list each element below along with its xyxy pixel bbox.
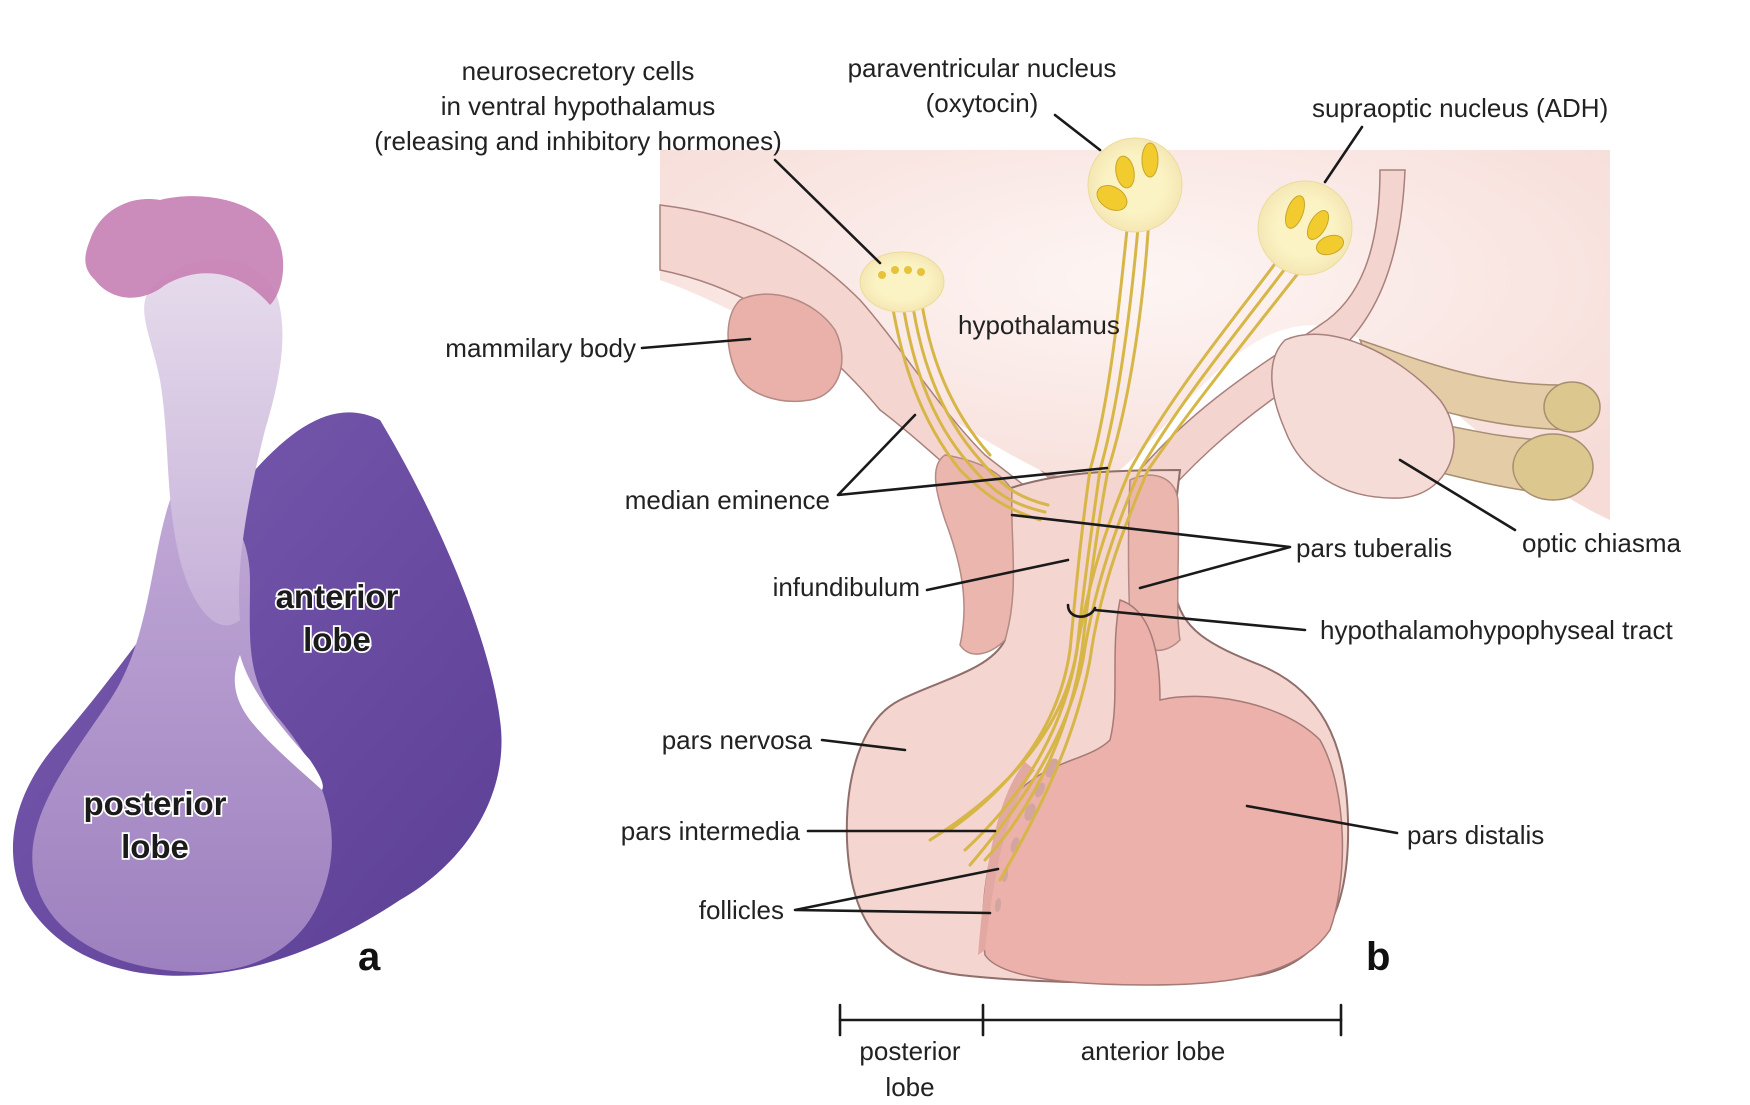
histology-cleft: [234, 655, 323, 790]
label-posterior-lobe-line2: lobe: [121, 828, 189, 865]
panel-a-letter: a: [358, 935, 381, 979]
panel-a-histology: anterior lobe posterior lobe a: [12, 196, 502, 979]
label-pars-tuberalis: pars tuberalis: [1296, 533, 1452, 563]
histology-stalk: [144, 258, 283, 626]
pars-tuberalis-right: [1127, 474, 1181, 651]
label-mammillary-body: mammilary body: [445, 333, 636, 363]
leader-infundibulum: [925, 558, 1070, 592]
histology-median-eminence: [85, 196, 284, 305]
optic-nerve-lower-end: [1512, 433, 1594, 501]
paraventricular-nucleus: [1087, 137, 1183, 233]
lobe-bracket: posterior lobe anterior lobe: [838, 1003, 1343, 1102]
label-neurosecretory-line1: neurosecretory cells: [462, 56, 695, 86]
leader-follicles: [793, 867, 1000, 915]
leader-pars-tuberalis: [1010, 513, 1292, 590]
leader-neurosecretory: [773, 158, 882, 265]
label-follicles: follicles: [699, 895, 784, 925]
label-neurosecretory-line2: in ventral hypothalamus: [441, 91, 716, 121]
label-infundibulum: infundibulum: [773, 572, 920, 602]
label-paraventricular-line1: paraventricular nucleus: [848, 53, 1117, 83]
hypothalamohypophyseal-fibers: [888, 198, 1322, 882]
leader-supraoptic: [1323, 125, 1364, 184]
pars-distalis: [982, 599, 1344, 986]
bracket-label-posterior-line2: lobe: [885, 1072, 934, 1102]
leader-optic-chiasma: [1398, 458, 1517, 532]
label-median-eminence: median eminence: [625, 485, 830, 515]
label-hypothalamus: hypothalamus: [958, 310, 1120, 340]
label-paraventricular-line2: (oxytocin): [926, 88, 1039, 118]
label-anterior-lobe-line2: lobe: [303, 621, 371, 658]
label-neurosecretory-line3: (releasing and inhibitory hormones): [374, 126, 782, 156]
leader-median-eminence: [836, 413, 1109, 497]
leader-pars-distalis: [1245, 804, 1399, 835]
supraoptic-nucleus: [1257, 180, 1353, 276]
label-anterior-lobe-line1: anterior: [276, 578, 399, 615]
panel-b-letter: b: [1366, 935, 1390, 979]
leader-tract: [1093, 608, 1307, 632]
leader-paraventricular: [1053, 113, 1102, 152]
leader-pars-nervosa: [820, 738, 907, 752]
leader-mammillary: [640, 337, 752, 350]
label-pars-intermedia: pars intermedia: [621, 816, 801, 846]
bracket-label-anterior: anterior lobe: [1081, 1036, 1226, 1066]
label-pars-distalis: pars distalis: [1407, 820, 1544, 850]
histology-posterior-lobe: [32, 494, 332, 973]
follicle: [994, 898, 1002, 912]
bracket-label-posterior-line1: posterior: [859, 1036, 960, 1066]
ventral-hypothalamus-nucleus: [859, 251, 945, 313]
panel-b-schematic: neurosecretory cells in ventral hypothal…: [374, 53, 1681, 1102]
mammillary-body: [727, 293, 843, 402]
panel-b-labels: neurosecretory cells in ventral hypothal…: [374, 53, 1681, 925]
tract-bracket: [1066, 603, 1097, 618]
pars-intermedia: [978, 762, 1035, 955]
label-optic-chiasma: optic chiasma: [1522, 528, 1681, 558]
label-pars-nervosa: pars nervosa: [662, 725, 813, 755]
optic-nerve-upper-end: [1543, 381, 1601, 433]
label-posterior-lobe-line1: posterior: [83, 785, 226, 822]
optic-chiasma: [1271, 333, 1455, 499]
label-supraoptic: supraoptic nucleus (ADH): [1312, 93, 1608, 123]
label-hypothalamohypophyseal-tract: hypothalamohypophyseal tract: [1320, 615, 1673, 645]
leader-lines: [640, 113, 1517, 915]
